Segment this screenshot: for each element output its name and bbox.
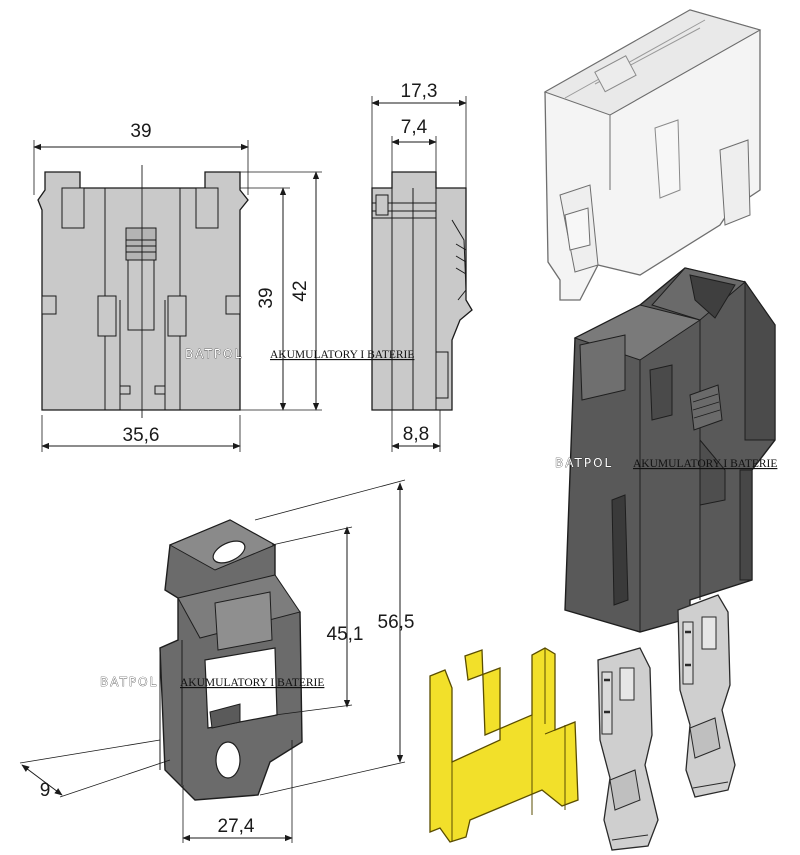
watermark-middle: BATPOL AKUMULATORY I BATERIE: [555, 456, 778, 471]
watermark-bottom: BATPOL AKUMULATORY I BATERIE: [100, 675, 325, 690]
watermark-brand-bottom: BATPOL: [100, 675, 158, 689]
watermark-text-top: AKUMULATORY I BATERIE: [270, 349, 414, 361]
dimension-height-39: 39: [256, 187, 287, 411]
dimension-45-1: 45,1: [327, 526, 364, 708]
dimension-9: 9: [21, 764, 63, 801]
dim-label-42: 42: [290, 280, 311, 301]
dim-label-39-height: 39: [256, 287, 277, 308]
watermark-text-bottom: AKUMULATORY I BATERIE: [180, 677, 324, 689]
watermark-brand-top: BATPOL: [185, 347, 243, 361]
dim-label-17-3: 17,3: [401, 81, 438, 102]
front-view-drawing: [33, 140, 322, 452]
transparent-cover-illustration: [543, 9, 762, 301]
dimension-56-5: 56,5: [378, 482, 415, 763]
dimension-height-42: 42: [290, 171, 320, 411]
dim-label-27-4: 27,4: [218, 816, 255, 837]
dim-label-9: 9: [40, 780, 51, 801]
dim-label-56-5: 56,5: [378, 612, 415, 633]
watermark-brand-middle: BATPOL: [555, 456, 613, 470]
dark-housing-illustration: [564, 267, 776, 633]
watermark-top: BATPOL AKUMULATORY I BATERIE: [185, 347, 415, 362]
dim-label-8-8: 8,8: [403, 424, 429, 445]
watermark-text-middle: AKUMULATORY I BATERIE: [633, 458, 777, 470]
mounting-holder-illustration: [19, 479, 406, 843]
terminal-right-illustration: [677, 594, 736, 798]
dimension-27-4: 27,4: [182, 816, 293, 842]
dimension-width-39: 39: [33, 121, 249, 151]
dim-label-39-width: 39: [130, 121, 151, 142]
terminal-left-illustration: [597, 647, 659, 851]
dim-label-45-1: 45,1: [327, 624, 364, 645]
dimension-17-3: 17,3: [371, 81, 467, 107]
side-view-drawing: [371, 96, 473, 452]
dimension-7-4: 7,4: [391, 117, 437, 146]
dimension-8-8: 8,8: [391, 424, 441, 450]
yellow-busbar-illustration: [429, 647, 579, 843]
dim-label-35-6: 35,6: [123, 425, 160, 446]
dim-label-7-4: 7,4: [401, 117, 428, 138]
dimension-width-35-6: 35,6: [41, 425, 241, 450]
